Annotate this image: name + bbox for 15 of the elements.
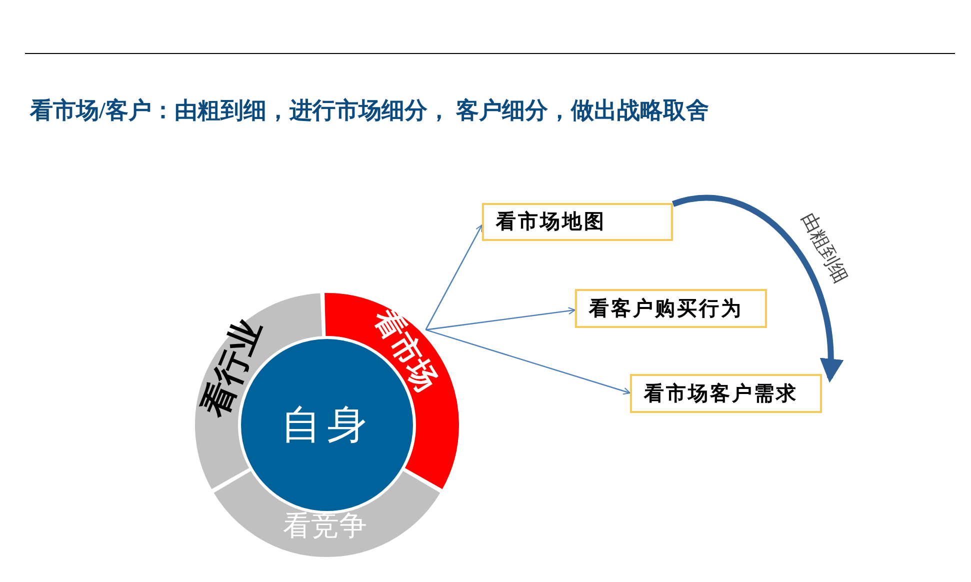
circle-label: 自身	[281, 401, 373, 449]
segment-label: 看行业	[197, 314, 267, 422]
box-label: 看市场地图	[496, 210, 606, 235]
arrow	[425, 224, 483, 330]
arrow	[426, 329, 631, 395]
edge-label: 由粗到细	[798, 210, 850, 286]
title: 看市场/客户：由粗到细，进行市场细分， 客户细分，做出战略取舍	[30, 97, 710, 125]
text-box	[630, 374, 822, 413]
arrow	[426, 307, 576, 330]
curved-arrow	[672, 195, 842, 383]
segment-label: 看竞争	[283, 513, 367, 541]
box-label: 看客户购买行为	[589, 296, 743, 322]
text-box	[575, 289, 767, 328]
text-box	[482, 203, 673, 241]
box-label: 看市场客户需求	[644, 382, 798, 406]
